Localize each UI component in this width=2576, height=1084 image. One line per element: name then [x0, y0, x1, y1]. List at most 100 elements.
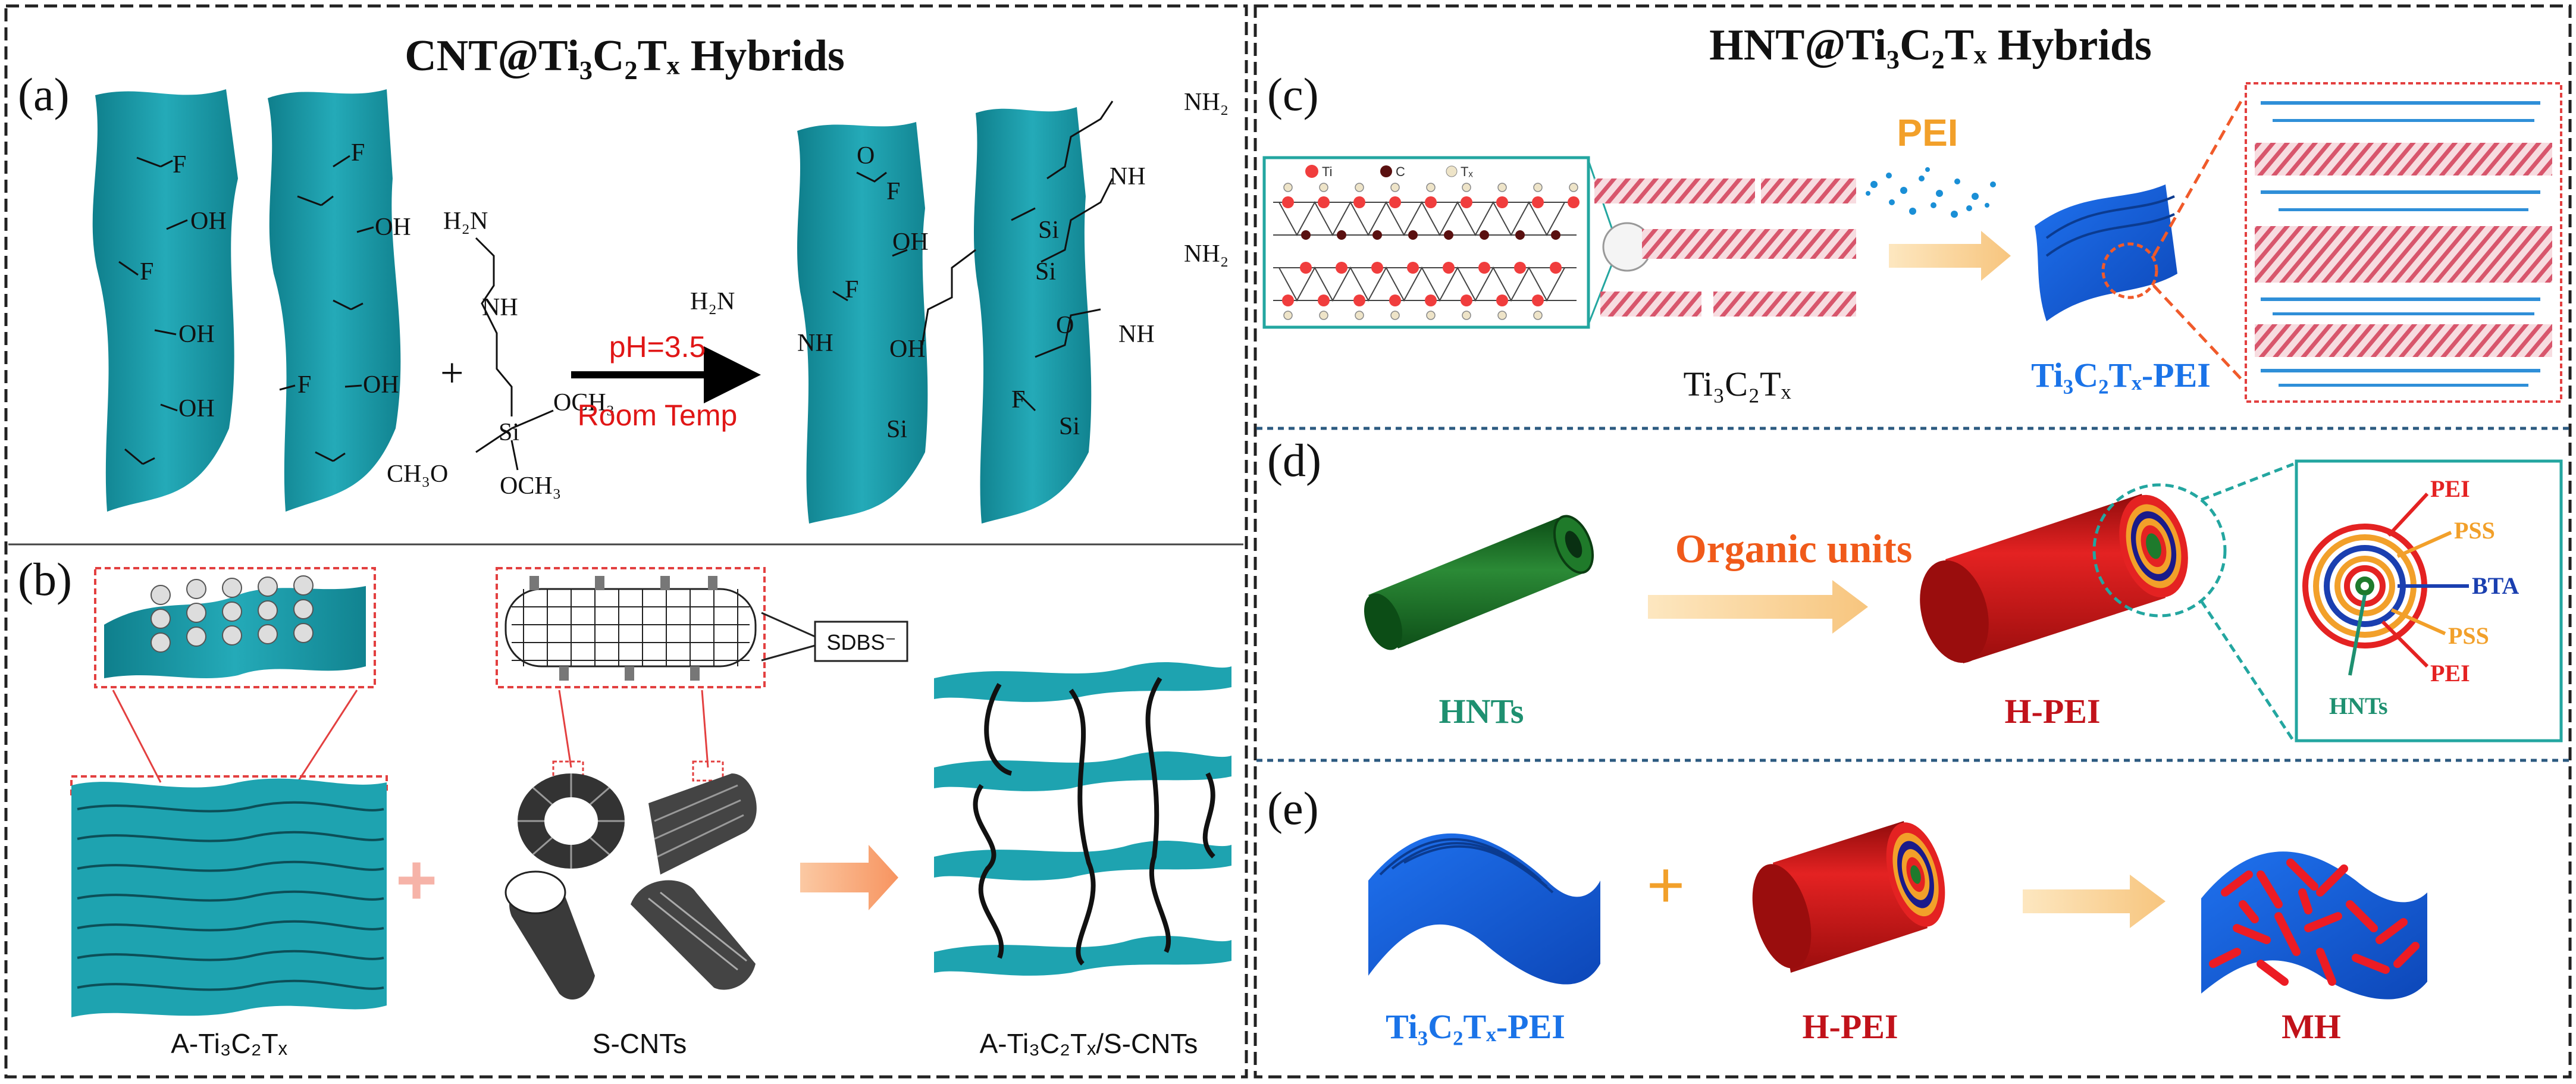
product-group: O [857, 142, 875, 170]
right-panel-title: HNT@Ti₃C₂Tₓ Hybrids [1709, 21, 2152, 70]
layer-pei-outer: PEI [2430, 475, 2470, 502]
label-e: (e) [1267, 782, 1319, 834]
product-amine: F [1011, 386, 1025, 413]
silane-molecule [475, 237, 554, 471]
mh-composite [2201, 851, 2427, 1000]
process-arrow-b [800, 845, 898, 910]
layer-bta: BTA [2472, 572, 2519, 599]
h-pei-tube-e [1752, 821, 1945, 973]
group-label: OH [375, 214, 411, 241]
sheet2-bonds [279, 155, 374, 462]
arrow-text-room-temp: Room Temp [578, 399, 738, 432]
label-d: (d) [1267, 434, 1321, 486]
group-label: OH [190, 208, 227, 235]
silane-och3-top: OCH₃ [553, 389, 615, 416]
layer-pss-outer: PSS [2454, 517, 2495, 544]
panel-borders [4, 4, 2572, 1079]
left-panel-border [4, 4, 1248, 1079]
left-panel-title: CNT@Ti₃C₂Tₓ Hybrids [405, 32, 845, 80]
product-amine: NH [1118, 321, 1155, 348]
legend-tx: Tₓ [1461, 164, 1473, 179]
pei-label: PEI [1897, 111, 1958, 154]
layer-pss-inner: PSS [2448, 622, 2489, 649]
sheet1-groups: F OH F OH OH [140, 151, 227, 422]
product-amine: NH [797, 330, 833, 357]
arrow-e [2023, 875, 2166, 928]
caption-ti3c2tx-pei-c: Ti₃C₂Tₓ-PEI [2031, 356, 2211, 394]
silane-och3-left: CH₃O [387, 460, 448, 488]
silane-labels: H₂N NH Si OCH₃ CH₃O OCH₃ [387, 208, 615, 500]
label-a: (a) [18, 68, 70, 120]
group-label: OH [363, 371, 399, 399]
product-group: F [886, 178, 900, 205]
h-pei-tube-d [1920, 462, 2295, 742]
arrow-text-ph: pH=3.5 [609, 330, 706, 364]
sheet2-groups: F OH OH F [297, 139, 411, 399]
plus-e: + [1647, 848, 1685, 922]
product-amine: Si [886, 416, 907, 443]
mxene-stack [70, 775, 388, 1017]
product-sheet-2 [973, 107, 1092, 524]
caption-mh: MH [2282, 1007, 2341, 1046]
caption-hnts: HNTs [1439, 692, 1524, 731]
crystal-legend: Ti C Tₓ [1322, 164, 1473, 179]
plus-b: + [396, 840, 437, 920]
product-amine: Si [1035, 258, 1056, 286]
label-c: (c) [1267, 68, 1319, 120]
group-label: F [351, 139, 365, 167]
hnt-tube [1364, 515, 1594, 650]
group-label: OH [178, 321, 215, 348]
sheet1-bonds [118, 156, 188, 465]
product-sheet-1 [797, 122, 928, 524]
layer-pei-inner: PEI [2430, 660, 2470, 687]
plus-a: + [440, 350, 463, 396]
product-bonds [832, 101, 1114, 412]
product-amine: O [1056, 312, 1074, 339]
pei-zoom-inset [2245, 82, 2562, 403]
group-label: F [297, 371, 311, 399]
arrow-d [1648, 580, 1868, 634]
silane-nh2: H₂N [443, 208, 488, 235]
arrow-c [1889, 231, 2011, 281]
hybrid-structure-b [934, 662, 1231, 976]
group-label: OH [178, 395, 215, 422]
ti3c2tx-layers [1594, 178, 1856, 317]
right-panel-border [1253, 4, 2572, 1079]
product-amine: NH [1110, 163, 1146, 190]
cnt-bundles [504, 773, 757, 1000]
ti3c2tx-pei-sheets-e [1368, 833, 1600, 985]
legend-ti: Ti [1322, 164, 1333, 179]
layer-labels: PEI PSS BTA PSS PEI HNTs [2329, 475, 2519, 719]
inset-s-cnt [496, 567, 908, 782]
silane-och3-bottom: OCH₃ [500, 472, 561, 500]
sdbs-label: SDBS⁻ [826, 630, 896, 654]
caption-h-pei-d: H-PEI [2004, 692, 2100, 731]
product-amine: Si [1059, 413, 1080, 440]
label-b: (b) [18, 553, 72, 605]
caption-s-cnts: S-CNTs [593, 1028, 687, 1059]
caption-hybrid: A-Ti₃C₂Tₓ/S-CNTs [980, 1028, 1198, 1059]
layer-schematic [2295, 459, 2563, 742]
product-group: OH [892, 228, 929, 256]
product-amine: NH₂ [1184, 89, 1229, 116]
caption-a-ti3c2tx: A-Ti₃C₂Tₓ [171, 1028, 288, 1059]
product-group: F [845, 276, 858, 303]
mxene-sheet-1 [92, 89, 238, 512]
crystal-inset [1262, 156, 1616, 329]
inset-a-ti3c2tx [94, 567, 376, 783]
legend-c: C [1396, 164, 1405, 179]
product-labels: O F OH F OH NH₂ NH NH₂ NH H₂N NH Si Si S… [690, 89, 1229, 443]
product-amine: NH₂ [1184, 240, 1229, 268]
caption-ti3c2tx: Ti₃C₂Tₓ [1684, 365, 1791, 403]
silane-si: Si [499, 419, 519, 446]
silane-nh: NH [482, 294, 518, 321]
group-label: F [140, 258, 153, 286]
product-amine: H₂N [690, 288, 735, 315]
organic-units-label: Organic units [1675, 526, 1913, 571]
caption-h-pei-e: H-PEI [1802, 1007, 1898, 1046]
pei-molecules [1866, 167, 1996, 218]
group-label: F [173, 151, 186, 178]
product-group: OH [889, 336, 926, 363]
layer-hnts: HNTs [2329, 693, 2388, 719]
